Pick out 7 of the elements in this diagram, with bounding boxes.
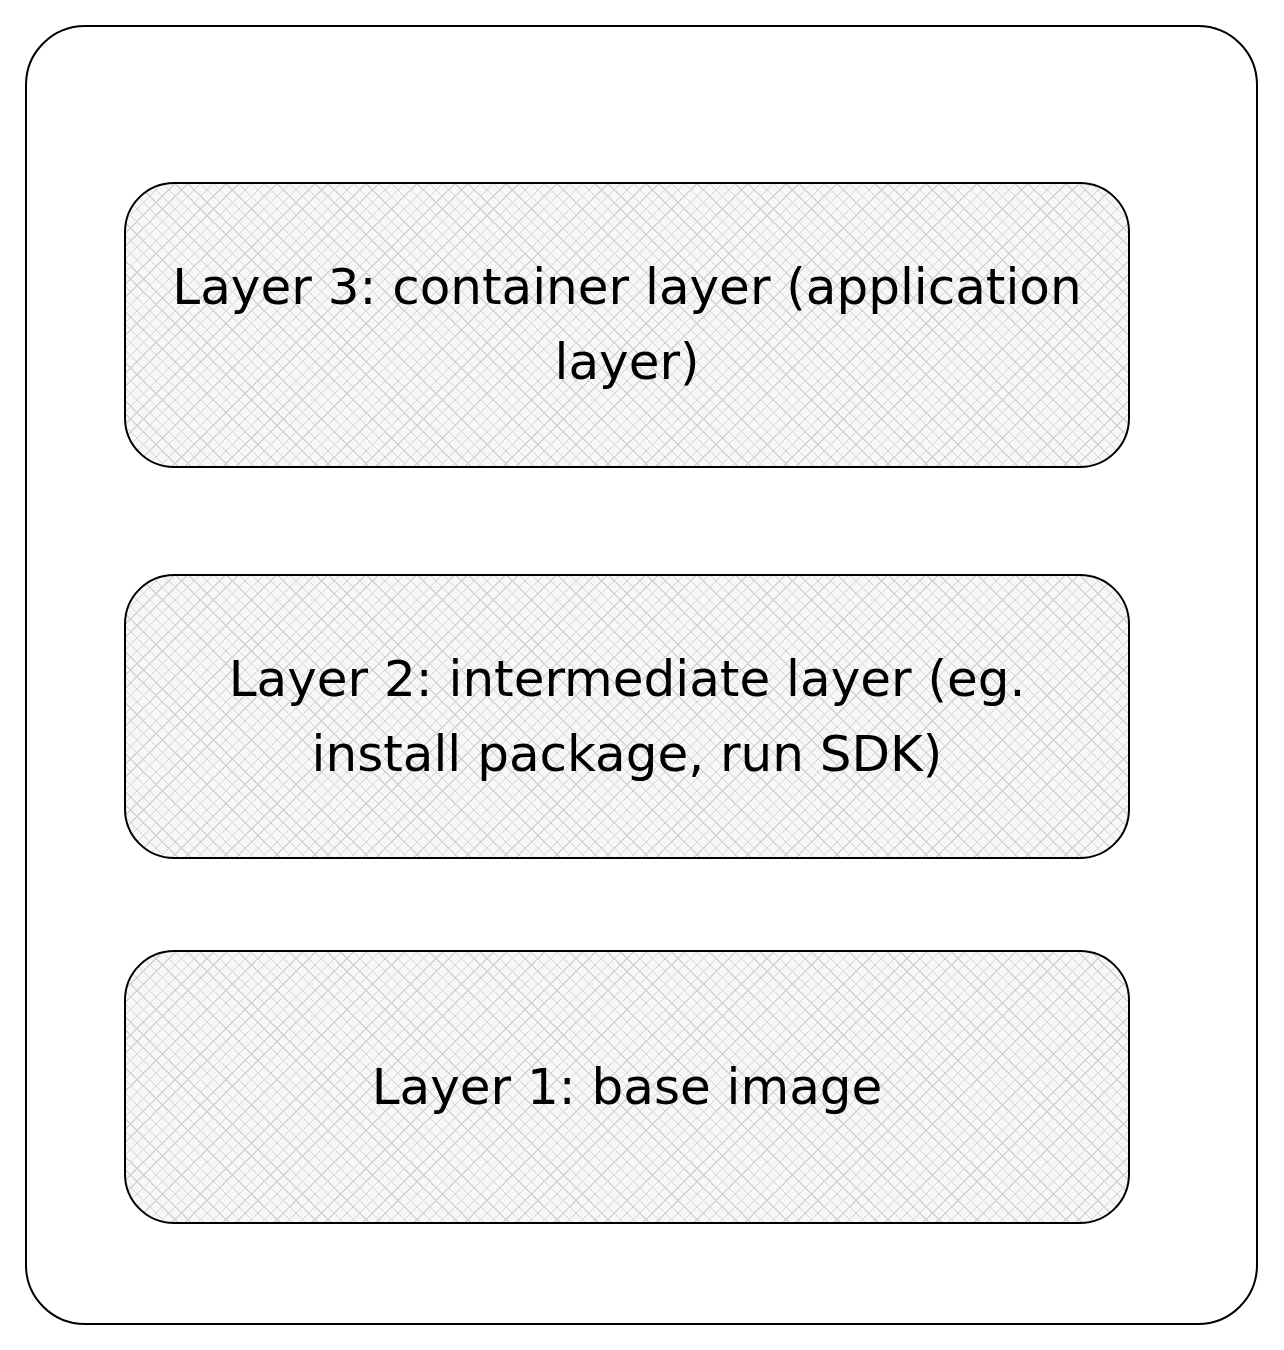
layer-box xyxy=(124,182,1130,468)
outer-frame xyxy=(25,25,1258,1325)
layer-box xyxy=(124,950,1130,1224)
layer-label: Layer 2: intermediate layer (eg. install package, run SDK) xyxy=(227,648,1027,785)
layer-box xyxy=(124,574,1130,859)
layer-label: Layer 3: container layer (application layer) xyxy=(171,257,1083,393)
layer-label: Layer 1: base image xyxy=(371,1056,883,1118)
